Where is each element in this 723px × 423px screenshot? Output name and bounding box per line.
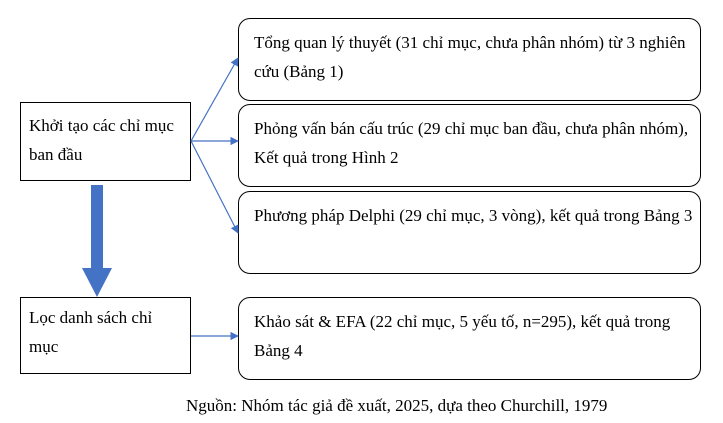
down-arrow-icon <box>82 185 112 297</box>
delphi-label: Phương pháp Delphi (29 chỉ mục, 3 vòng),… <box>254 206 693 225</box>
survey-efa-label: Khảo sát & EFA (22 chỉ mục, 5 yếu tố, n=… <box>254 312 671 360</box>
filter-items-box: Lọc danh sách chỉ mục <box>20 297 191 374</box>
survey-efa-box: Khảo sát & EFA (22 chỉ mục, 5 yếu tố, n=… <box>238 297 701 380</box>
literature-review-box: Tổng quan lý thuyết (31 chỉ mục, chưa ph… <box>238 18 701 101</box>
interview-box: Phỏng vấn bán cấu trúc (29 chỉ mục ban đ… <box>238 104 701 187</box>
init-items-box: Khởi tạo các chỉ mục ban đầu <box>20 102 191 181</box>
arrow-to-literature-review <box>190 57 239 142</box>
arrow-to-delphi <box>190 140 239 234</box>
literature-review-label: Tổng quan lý thuyết (31 chỉ mục, chưa ph… <box>254 33 686 81</box>
interview-label: Phỏng vấn bán cấu trúc (29 chỉ mục ban đ… <box>254 119 689 167</box>
filter-items-label: Lọc danh sách chỉ mục <box>29 308 153 356</box>
source-caption: Nguồn: Nhóm tác giả đề xuất, 2025, dựa t… <box>186 396 608 415</box>
init-items-label: Khởi tạo các chỉ mục ban đầu <box>29 116 174 164</box>
delphi-box: Phương pháp Delphi (29 chỉ mục, 3 vòng),… <box>238 191 701 274</box>
